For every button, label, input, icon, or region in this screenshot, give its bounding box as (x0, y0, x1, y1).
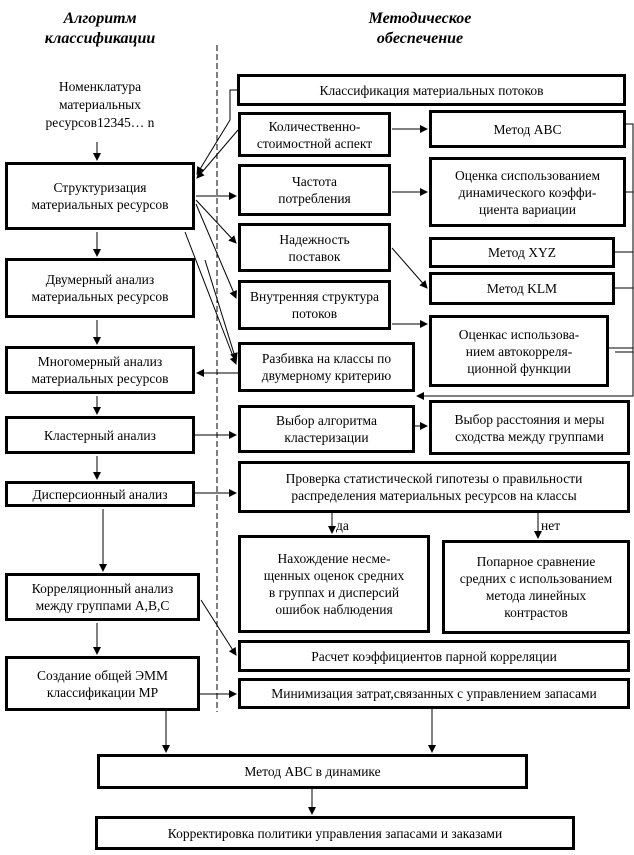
material-flows-classification-box: Классификация материальных потоков (237, 74, 626, 106)
delivery-reliability-box: Надежность поставок (238, 223, 391, 272)
branch-no-label: нет (541, 518, 561, 533)
right-column-header: Методическое обеспечение (368, 10, 472, 47)
quantity-cost-aspect-box: Количественно-стоимостной аспект (238, 112, 391, 157)
branch-yes-label: да (336, 518, 349, 533)
emm-creation-box: Создание общей ЭММ классификации МР (5, 656, 200, 711)
hypothesis-check-box: Проверка статистической гипотезы о прави… (238, 461, 630, 513)
structuring-box: Структуризация материальных ресурсов (5, 162, 195, 230)
pairwise-comparison-box: Попарное сравнение средних с использован… (442, 540, 630, 634)
dynamic-variation-box: Оценка сиспользованием динамического коэ… (429, 157, 626, 227)
two-dim-split-box: Разбивка на классы по двумерному критери… (238, 342, 415, 392)
cost-minimization-box: Минимизация затрат,связанных с управлени… (238, 678, 630, 709)
autocorrelation-box: Оценкас использова- нием автокорреля- ци… (429, 315, 609, 387)
dispersion-analysis-box: Дисперсионный анализ (5, 481, 195, 507)
abc-method-box: Метод АВС (429, 110, 626, 148)
cluster-algorithm-choice-box: Выбор алгоритма кластеризации (238, 405, 415, 453)
abc-dynamic-box: Метод АВС в динамике (97, 754, 528, 789)
klm-method-box: Метод KLM (429, 272, 615, 305)
left-column-header: Алгоритм классификации (44, 10, 156, 47)
xyz-method-box: Метод XYZ (429, 237, 615, 268)
consumption-frequency-box: Частота потребления (238, 164, 391, 216)
internal-flow-structure-box: Внутренняя структура потоков (238, 280, 391, 330)
nomenclature-text: Номенклатура материальных ресурсов12345…… (45, 79, 155, 130)
policy-adjustment-box: Корректировка политики управления запаса… (95, 816, 575, 850)
unbiased-estimates-box: Нахождение несме- щенных оценок средних … (238, 535, 430, 633)
correlation-analysis-box: Корреляционный анализ между группами А,В… (5, 573, 200, 621)
cluster-analysis-box: Кластерный анализ (5, 416, 195, 454)
two-dimensional-analysis-box: Двумерный анализ материальных ресурсов (5, 258, 195, 318)
distance-similarity-box: Выбор расстояния и меры сходства между г… (429, 400, 630, 455)
multidimensional-analysis-box: Многомерный анализ материальных ресурсов (5, 346, 195, 394)
pair-correlation-box: Расчет коэффициентов парной корреляции (238, 640, 630, 672)
